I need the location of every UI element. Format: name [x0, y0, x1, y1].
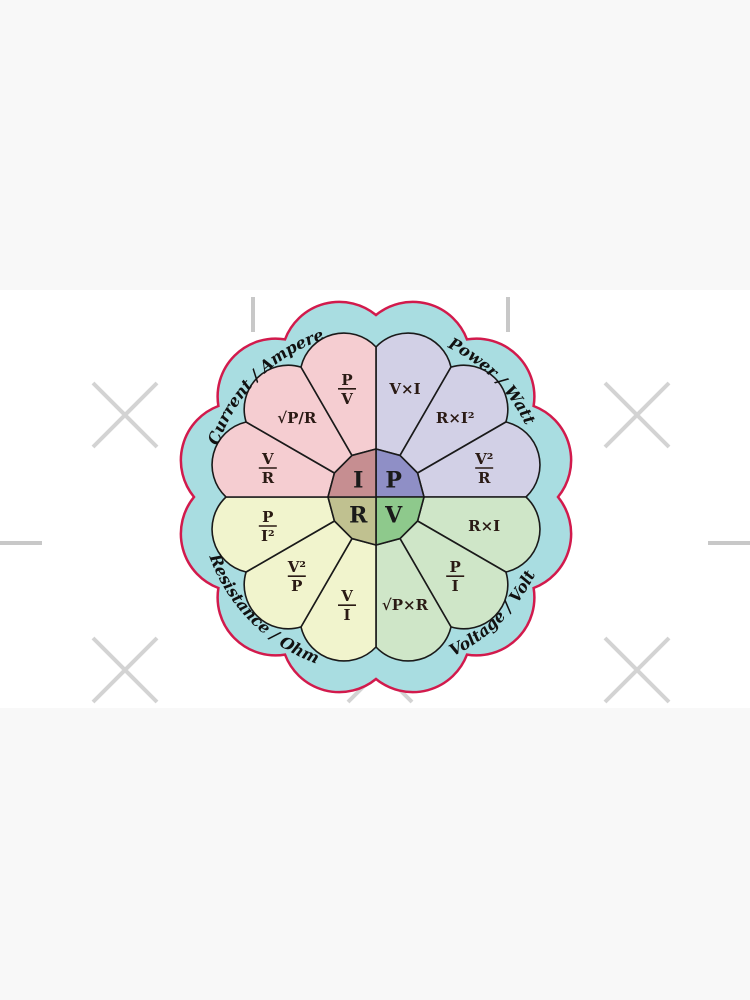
formula: PI² [258, 508, 277, 545]
formula-denominator: P [291, 577, 302, 595]
formula-numerator: P [341, 371, 352, 389]
petal-v [399, 520, 509, 630]
petal-r [211, 496, 336, 573]
formula-text: V×I [388, 380, 420, 398]
formula-text: R×I² [436, 409, 475, 427]
formula: VI [338, 587, 357, 624]
formula-denominator: R [478, 469, 491, 487]
formula-numerator: P [262, 508, 273, 526]
formula-text: R×I [468, 517, 500, 535]
formula-text: √P/R [277, 409, 317, 427]
petal-r [300, 537, 377, 662]
formula-numerator: V² [474, 450, 493, 468]
watermark-x-icon [91, 381, 159, 449]
petal-i [211, 421, 336, 498]
formula: PV [338, 371, 357, 408]
petal-v [375, 537, 452, 662]
petal-i [300, 332, 377, 457]
formula-numerator: V [261, 450, 274, 468]
center-quadrant-i [326, 447, 377, 498]
formula: VR [258, 450, 277, 487]
petal-p [375, 332, 452, 457]
quantity-letter: I [353, 467, 363, 493]
formula-denominator: V [340, 390, 353, 408]
quantity-letter: R [349, 503, 368, 529]
formula-denominator: I [452, 577, 459, 595]
formula: V×I [388, 380, 420, 398]
formula: √P×R [382, 596, 429, 614]
petal-v [416, 496, 541, 573]
watermark-x-icon [603, 381, 671, 449]
watermark-x-icon [91, 636, 159, 704]
petal-p [416, 421, 541, 498]
formula-denominator: I [343, 606, 350, 624]
formula: R×I [468, 517, 500, 535]
petal-p [399, 364, 509, 474]
formula-denominator: R [262, 469, 275, 487]
formula-denominator: I² [261, 527, 275, 545]
quantity-letter: P [385, 467, 402, 493]
formula: V²P [287, 558, 306, 595]
formula: √P/R [277, 409, 317, 427]
formula-text: √P×R [382, 596, 429, 614]
formula: PI [446, 558, 465, 595]
quantity-letter: V [384, 503, 403, 529]
formula: V²R [474, 450, 493, 487]
formula: R×I² [436, 409, 475, 427]
formula-numerator: V² [287, 558, 306, 576]
petal-i [243, 364, 353, 474]
formula-numerator: P [450, 558, 461, 576]
watermark-x-icon [603, 636, 671, 704]
petal-r [243, 520, 353, 630]
formula-numerator: V [340, 587, 353, 605]
